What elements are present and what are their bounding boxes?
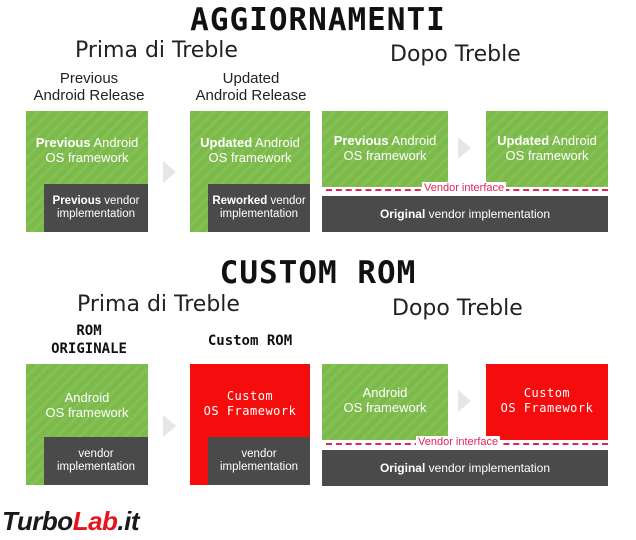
arrow-right-icon	[163, 161, 176, 183]
previous-vendor-block: Previous vendor implementation	[44, 184, 148, 232]
original-vendor-block: Original vendor implementation	[322, 450, 608, 486]
before-treble-label: Prima di Treble	[77, 292, 240, 317]
treble-updated-os-framework-block: Updated Android OS framework	[486, 111, 608, 187]
before-treble-label: Prima di Treble	[75, 38, 238, 63]
section-title-custom-rom: CUSTOM ROM	[219, 255, 417, 291]
arrow-right-icon	[458, 137, 471, 159]
arrow-right-icon	[163, 415, 176, 437]
turbolab-logo: TurboLab.it	[2, 506, 140, 536]
reworked-vendor-block: Reworked vendor implementation	[208, 184, 310, 232]
section-title-updates: AGGIORNAMENTI	[190, 2, 446, 38]
vendor-interface-label: Vendor interface	[422, 182, 507, 194]
after-treble-label: Dopo Treble	[390, 42, 521, 67]
vendor-interface-label: Vendor interface	[416, 436, 501, 448]
previous-os-framework-block: Previous Android OS framework	[26, 111, 148, 232]
original-vendor-block: Original vendor implementation	[322, 196, 608, 232]
treble-previous-os-framework-block: Previous Android OS framework	[322, 111, 448, 187]
custom-rom-label: Custom ROM	[207, 333, 293, 349]
arrow-right-icon	[458, 390, 471, 412]
after-treble-label: Dopo Treble	[392, 296, 523, 321]
